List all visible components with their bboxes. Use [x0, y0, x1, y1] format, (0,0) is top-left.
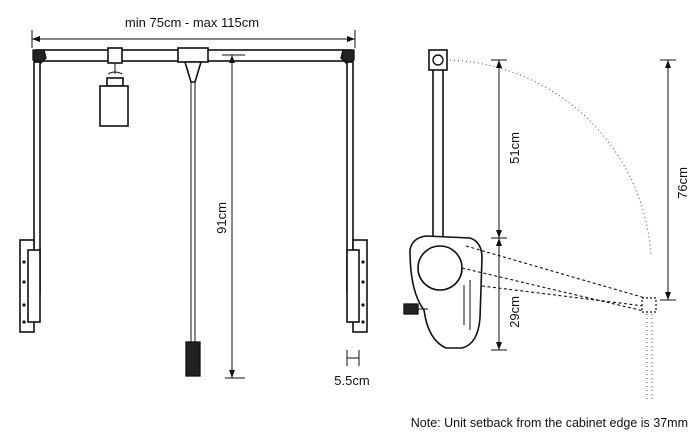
hanging-weight	[99, 63, 129, 127]
side-view: 51cm 29cm 76cm	[403, 49, 690, 400]
drop-height-dimension: 91cm	[214, 55, 245, 379]
upper-arm-label: 51cm	[507, 132, 522, 164]
drop-height-label: 91cm	[214, 202, 229, 234]
total-height-dimension: 76cm	[660, 59, 690, 301]
extended-arms	[461, 245, 657, 400]
bracket-width-label: 5.5cm	[334, 373, 369, 388]
width-range-label: min 75cm - max 115cm	[125, 15, 259, 30]
lower-arm-label: 29cm	[507, 296, 522, 328]
right-side-arm	[340, 49, 368, 333]
left-side-arm	[19, 49, 47, 333]
width-dimension: min 75cm - max 115cm	[31, 15, 356, 48]
top-rail	[35, 47, 352, 64]
front-view: min 75cm - max 115cm	[19, 15, 370, 388]
bracket-width-dimension: 5.5cm	[334, 350, 370, 388]
side-vertical-arm	[428, 49, 448, 247]
setback-note: Note: Unit setback from the cabinet edge…	[411, 416, 688, 430]
total-height-label: 76cm	[675, 167, 690, 199]
pull-down-rod	[183, 61, 203, 377]
swing-arc	[441, 59, 652, 256]
arm-dimensions: 51cm 29cm	[491, 59, 522, 351]
gas-spring-housing	[403, 235, 483, 349]
